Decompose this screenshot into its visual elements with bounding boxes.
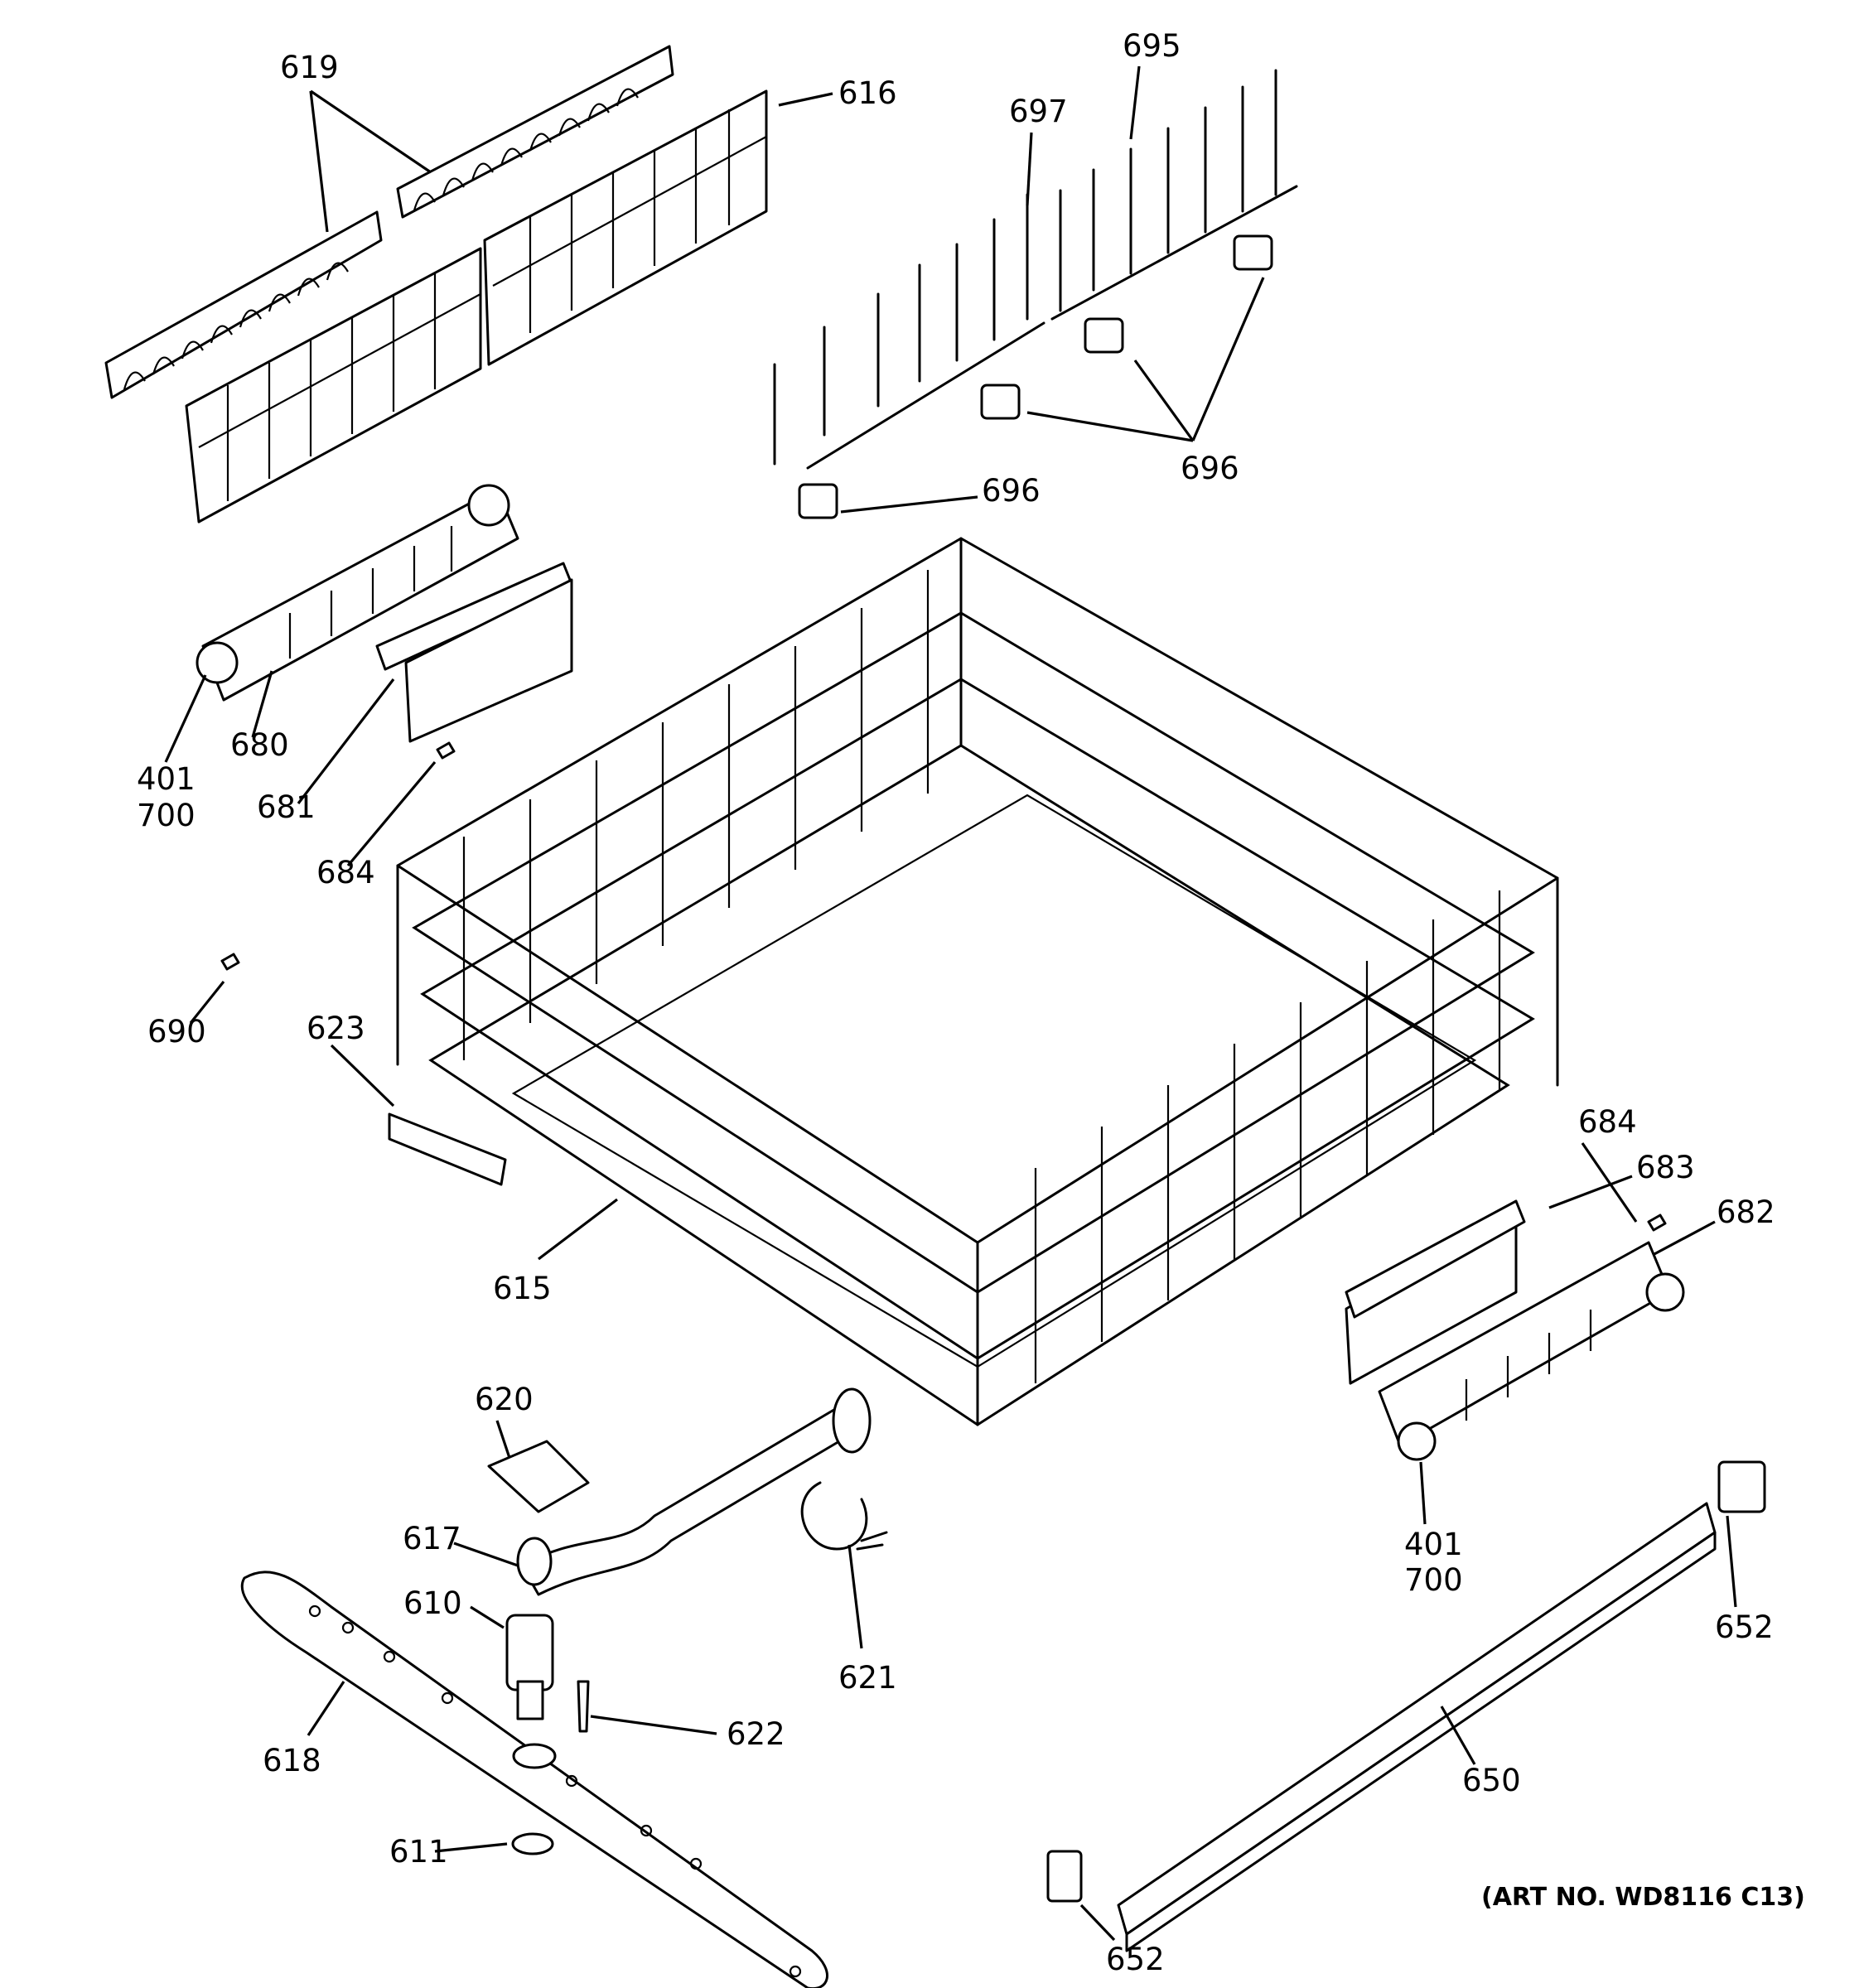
part-611-washer — [511, 1832, 554, 1855]
part-619-shelf-strips — [104, 45, 674, 399]
part-682-right-rail — [1378, 1241, 1685, 1461]
callout-615: 615 — [493, 1271, 552, 1306]
callout-652-bottom: 652 — [1106, 1942, 1165, 1977]
part-680-left-rail — [196, 484, 519, 702]
part-683-right-bracket — [1345, 1199, 1526, 1385]
callout-610: 610 — [403, 1585, 462, 1621]
callout-401-right: 401 — [1404, 1527, 1463, 1562]
part-695-697-tine-rows — [773, 69, 1298, 470]
callout-700-left: 700 — [137, 798, 196, 833]
callout-621: 621 — [838, 1660, 897, 1696]
part-610-mount — [505, 1614, 554, 1720]
part-620-cap — [487, 1440, 590, 1513]
callout-618: 618 — [263, 1743, 321, 1778]
callout-652-right: 652 — [1715, 1609, 1774, 1645]
callout-684-left: 684 — [316, 855, 375, 890]
callout-695: 695 — [1123, 28, 1181, 64]
callout-labels: 619 616 695 697 696 696 401 700 680 681 … — [137, 28, 1775, 1977]
callout-680: 680 — [230, 727, 289, 763]
callout-683: 683 — [1636, 1150, 1695, 1185]
part-623-bracket — [388, 1112, 507, 1186]
callout-690: 690 — [147, 1014, 206, 1049]
callout-620: 620 — [475, 1382, 534, 1417]
callout-696-upper: 696 — [1181, 451, 1239, 486]
callout-623: 623 — [307, 1011, 365, 1046]
part-621-clamp — [800, 1481, 888, 1551]
callout-650: 650 — [1462, 1763, 1521, 1798]
part-681-left-bracket — [375, 562, 573, 743]
part-617-feed-tube — [516, 1387, 872, 1596]
callout-696-lower: 696 — [982, 473, 1041, 509]
part-618-spray-arm — [241, 1571, 828, 1988]
callout-697: 697 — [1009, 94, 1068, 129]
callout-616: 616 — [838, 75, 897, 111]
callout-622: 622 — [727, 1716, 785, 1752]
part-696-clips — [798, 234, 1273, 519]
part-615-upper-rack — [396, 537, 1559, 1426]
callout-617: 617 — [403, 1521, 461, 1556]
callout-619: 619 — [280, 50, 339, 85]
part-616-shelf-frames — [185, 89, 768, 524]
callout-682: 682 — [1717, 1194, 1775, 1230]
callout-401-left: 401 — [137, 761, 196, 797]
leader-lines — [164, 65, 1737, 1942]
art-number: (ART NO. WD8116 C13) — [1481, 1883, 1805, 1912]
part-screws — [220, 741, 1667, 1232]
callout-700-right: 700 — [1404, 1562, 1463, 1598]
part-622-screw — [577, 1680, 590, 1733]
callout-681: 681 — [257, 789, 316, 825]
callout-684-right: 684 — [1578, 1104, 1637, 1140]
part-652-end-stops — [1046, 1460, 1766, 1903]
part-650-slide-rail — [1117, 1502, 1717, 1952]
callout-611: 611 — [389, 1834, 448, 1870]
